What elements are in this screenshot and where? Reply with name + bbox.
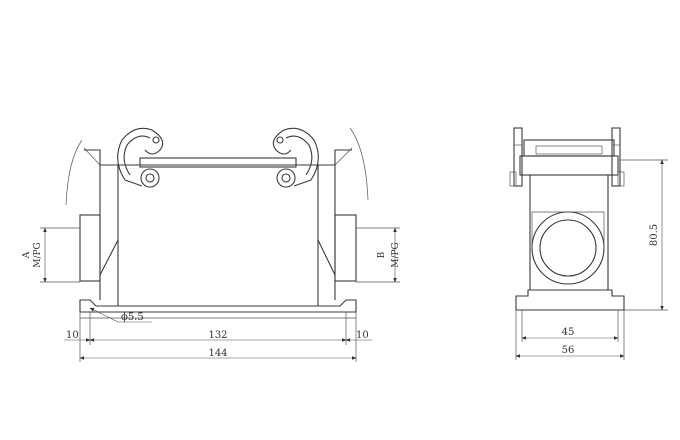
hole-diameter-label: ϕ5.5 (121, 312, 144, 323)
side-base (515, 289, 625, 311)
side-upper-frame (519, 155, 619, 176)
dim-height: 80.5 (649, 224, 660, 246)
left-lip-corner (84, 149, 101, 165)
left-entry-letter: A (22, 251, 32, 259)
right-cable-entry (334, 214, 357, 282)
right-latch (272, 127, 319, 188)
front-view: A M/PG B M/PG ϕ5.5 10 132 10 144 (22, 127, 401, 362)
base-plate (79, 299, 357, 313)
dim-right-offset: 10 (356, 330, 369, 341)
dim-base-width: 56 (562, 345, 575, 356)
housing-left-wall (99, 164, 119, 300)
right-entry-thread: M/PG (391, 242, 401, 268)
dim-inner-width: 132 (208, 330, 227, 341)
side-entry-inner (539, 219, 597, 277)
right-lip-corner (334, 149, 352, 165)
side-left-clip (509, 171, 517, 187)
right-lip (334, 147, 353, 166)
hole-leader (89, 307, 119, 323)
side-lid-seal (535, 145, 603, 155)
side-view: 80.5 45 56 (509, 127, 668, 360)
left-background-arc (65, 139, 83, 206)
dim-mount-width: 45 (562, 327, 575, 338)
left-latch (117, 127, 164, 188)
side-entry-outer (531, 211, 605, 285)
left-cable-entry (79, 214, 101, 282)
left-entry-thread: M/PG (33, 242, 43, 268)
side-entry-boss (531, 211, 605, 248)
dim-left-offset: 10 (66, 330, 79, 341)
side-left-latch-post (513, 127, 523, 187)
side-right-clip (617, 171, 625, 187)
side-lid (523, 139, 615, 157)
lid-bar (139, 157, 297, 168)
left-lip (83, 147, 101, 166)
right-background-arc (349, 127, 369, 201)
housing-right-wall (317, 164, 336, 300)
side-right-latch-post (611, 127, 621, 187)
right-entry-letter: B (377, 251, 387, 258)
dim-overall-width: 144 (208, 348, 227, 359)
